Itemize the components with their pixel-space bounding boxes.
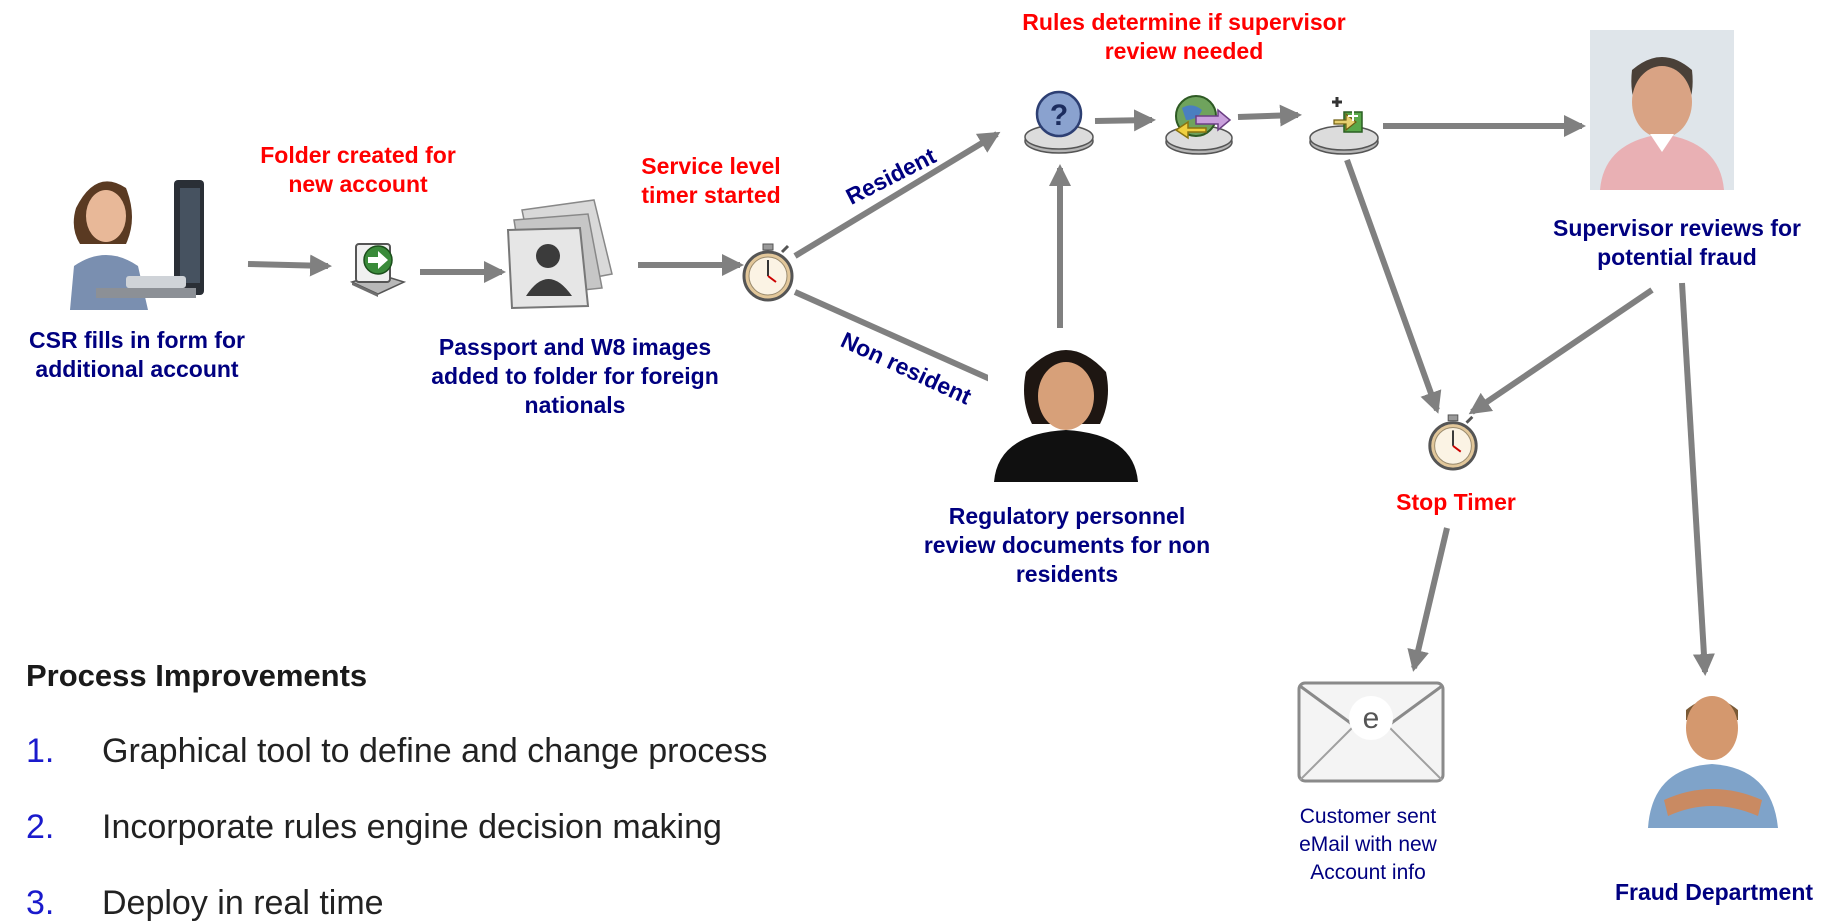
envelope-icon: e bbox=[1296, 680, 1446, 784]
import-icon bbox=[346, 238, 408, 298]
list-item: 1. Graphical tool to define and change pr… bbox=[26, 732, 767, 771]
csr-photo bbox=[56, 158, 208, 310]
edge-timer-to-rules-resident bbox=[793, 131, 1001, 259]
stopwatch-icon bbox=[1424, 412, 1482, 472]
stop-timer-label: Stop Timer bbox=[1396, 489, 1516, 515]
folder-label: Folder created for new account bbox=[260, 142, 456, 197]
edge-timer-to-regulatory bbox=[793, 289, 1021, 394]
edge-rules-to-globe bbox=[1094, 109, 1156, 132]
images-label: Passport and W8 images added to folder f… bbox=[431, 334, 719, 418]
list-item: 2. Incorporate rules engine decision maki… bbox=[26, 808, 722, 847]
svg-text:e: e bbox=[1363, 702, 1380, 735]
list-item-text: Graphical tool to define and change proc… bbox=[102, 732, 768, 770]
edge-csr-to-folder bbox=[247, 254, 332, 277]
edge-rulenode-to-stoptimer bbox=[1344, 158, 1442, 414]
list-item-number: 1. bbox=[26, 732, 55, 770]
process-improvements-heading: Process Improvements bbox=[26, 658, 368, 693]
list-item-number: 2. bbox=[26, 808, 55, 846]
fraud-photo bbox=[1640, 680, 1786, 828]
edge-supervisor-to-stoptimer bbox=[1468, 287, 1654, 415]
regulatory-label: Regulatory personnel review documents fo… bbox=[923, 503, 1211, 587]
list-item-text: Deploy in real time bbox=[102, 884, 384, 922]
rule-node-icon bbox=[1304, 92, 1384, 158]
regulatory-photo bbox=[988, 330, 1144, 482]
list-item-number: 3. bbox=[26, 884, 55, 922]
email-label: Customer sent eMail with new Account inf… bbox=[1299, 805, 1437, 884]
edge-globe-to-rulenode bbox=[1237, 104, 1302, 127]
rules-label: Rules determine if supervisor review nee… bbox=[1022, 9, 1346, 64]
edge-supervisor-to-fraud bbox=[1679, 282, 1715, 676]
svg-text:?: ? bbox=[1050, 99, 1068, 132]
globe-transfer-icon bbox=[1160, 90, 1238, 158]
list-item-text: Incorporate rules engine decision making bbox=[102, 808, 722, 846]
fraud-label: Fraud Department bbox=[1614, 879, 1814, 905]
edge-stoptimer-to-email bbox=[1407, 527, 1450, 672]
question-icon: ? bbox=[1020, 86, 1098, 156]
csr-label: CSR fills in form for additional account bbox=[29, 327, 245, 382]
folder-stack-icon bbox=[502, 196, 620, 312]
stopwatch-icon bbox=[738, 242, 798, 302]
supervisor-label: Supervisor reviews for potential fraud bbox=[1553, 215, 1801, 270]
supervisor-photo bbox=[1590, 30, 1734, 190]
list-item: 3. Deploy in real time bbox=[26, 884, 384, 923]
timer-start-label: Service level timer started bbox=[641, 153, 781, 208]
